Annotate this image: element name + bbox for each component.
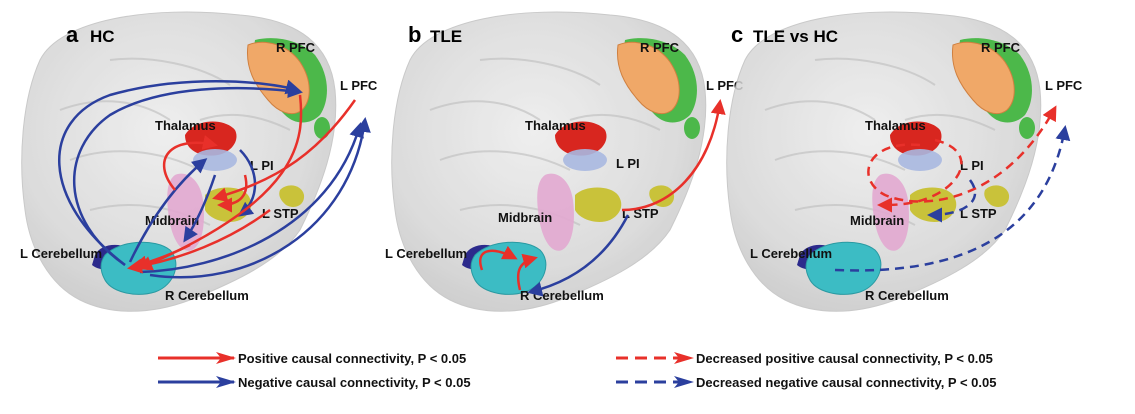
panel-b-letter: b [408, 22, 421, 47]
legend-positive: Positive causal connectivity, P < 0.05 [158, 351, 466, 366]
panel-a-letter: a [66, 22, 79, 47]
panel-b-title: TLE [430, 27, 462, 46]
panel-b: b TLE R PFC L PFC Thalamus L PI Midbrain… [385, 11, 744, 313]
label-l-pfc: L PFC [706, 78, 744, 93]
panel-a: a HC R PFC L PFC Thalamus L PI Midbrain … [20, 11, 378, 313]
label-l-cerebellum: L Cerebellum [750, 246, 832, 261]
label-midbrain: Midbrain [498, 210, 552, 225]
panel-c-letter: c [731, 22, 743, 47]
label-l-pi: L PI [960, 158, 984, 173]
svg-text:Decreased positive causal conn: Decreased positive causal connectivity, … [696, 351, 993, 366]
label-l-stp: L STP [960, 206, 997, 221]
label-r-cerebellum: R Cerebellum [165, 288, 249, 303]
label-l-cerebellum: L Cerebellum [385, 246, 467, 261]
panel-c-decreased-negative-arrows [834, 125, 1071, 272]
panel-b-positive-arrows [479, 99, 726, 291]
svg-text:Positive causal connectivity,: Positive causal connectivity, P < 0.05 [238, 351, 466, 366]
legend: Positive causal connectivity, P < 0.05 N… [158, 351, 997, 390]
svg-text:Decreased negative causal conn: Decreased negative causal connectivity, … [696, 375, 997, 390]
label-l-stp: L STP [262, 206, 299, 221]
panel-a-title: HC [90, 27, 115, 46]
label-r-cerebellum: R Cerebellum [865, 288, 949, 303]
label-l-cerebellum: L Cerebellum [20, 246, 102, 261]
label-thalamus: Thalamus [155, 118, 216, 133]
label-midbrain: Midbrain [850, 213, 904, 228]
label-thalamus: Thalamus [865, 118, 926, 133]
panel-b-negative-arrows [527, 214, 630, 297]
label-l-pfc: L PFC [340, 78, 378, 93]
label-midbrain: Midbrain [145, 213, 199, 228]
legend-decreased-positive: Decreased positive causal connectivity, … [616, 351, 993, 366]
legend-decreased-negative: Decreased negative causal connectivity, … [616, 375, 997, 390]
label-l-pfc: L PFC [1045, 78, 1083, 93]
panel-c-title: TLE vs HC [753, 27, 838, 46]
panel-a-positive-arrows [127, 94, 357, 274]
label-thalamus: Thalamus [525, 118, 586, 133]
label-r-pfc: R PFC [981, 40, 1021, 55]
label-r-pfc: R PFC [640, 40, 680, 55]
label-l-pi: L PI [250, 158, 274, 173]
panel-c-decreased-positive-arrows [867, 105, 1057, 213]
panel-c: c TLE vs HC R PFC L PFC Thalamus L PI Mi… [725, 11, 1083, 313]
legend-negative: Negative causal connectivity, P < 0.05 [158, 375, 471, 390]
svg-text:Negative causal connectivity,: Negative causal connectivity, P < 0.05 [238, 375, 471, 390]
label-r-pfc: R PFC [276, 40, 316, 55]
label-l-pi: L PI [616, 156, 640, 171]
